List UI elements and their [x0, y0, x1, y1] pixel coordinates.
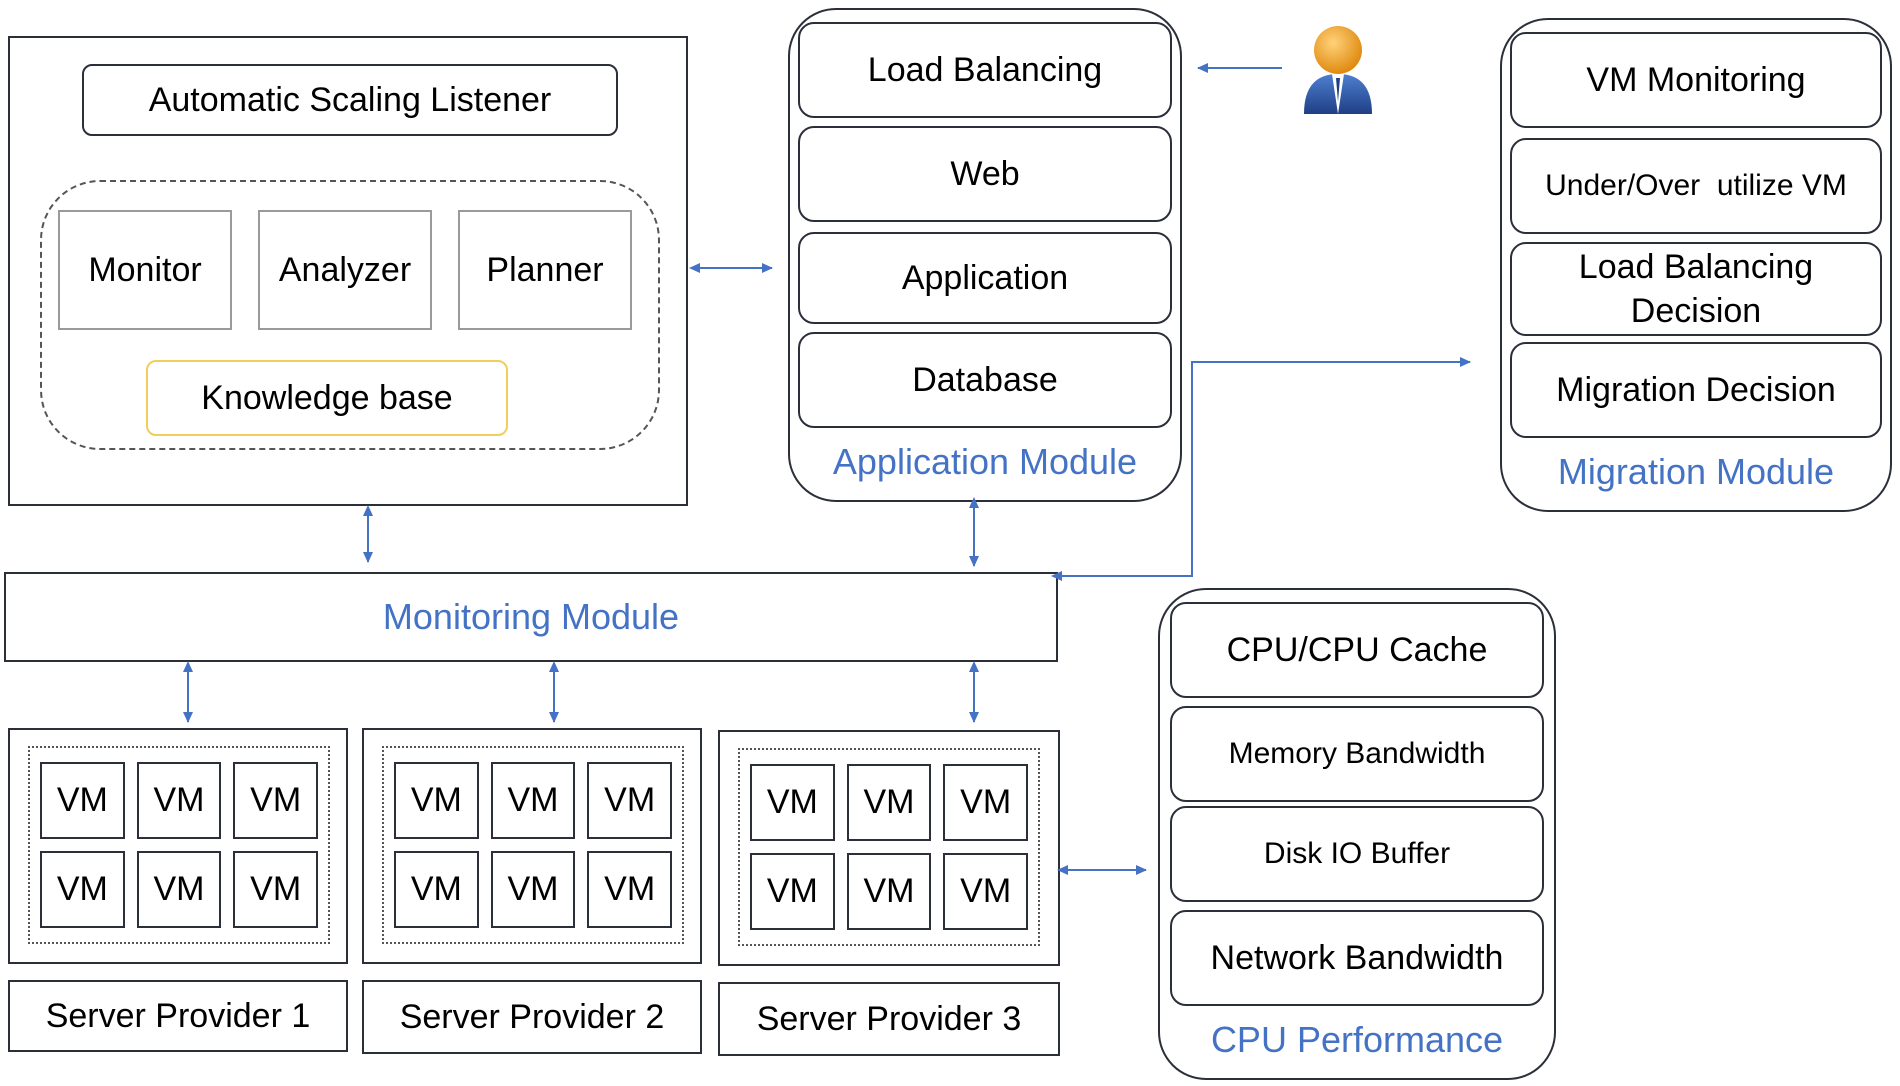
vm: VM	[587, 762, 672, 839]
mapek-loop-group	[40, 180, 660, 450]
vm: VM	[846, 764, 932, 841]
server-provider-2-label: Server Provider 2	[362, 980, 702, 1054]
auto-scaling-listener: Automatic Scaling Listener	[82, 64, 618, 136]
vm: VM	[490, 851, 576, 928]
vm: VM	[943, 853, 1028, 930]
migration-module-group	[1500, 18, 1892, 512]
arrow-monitoring-migration	[1051, 357, 1471, 581]
migration-module-label: Migration Module	[1557, 451, 1835, 492]
server-2-vm-group: VM VM VM VM VM VM	[382, 746, 684, 944]
analyzer-box: Analyzer	[258, 210, 432, 330]
cpu-performance-label: CPU Performance	[1210, 1019, 1504, 1060]
migration-item-lb-decision: Load Balancing Decision	[1510, 242, 1882, 336]
vm: VM	[136, 851, 222, 928]
app-item-load-balancing: Load Balancing	[798, 22, 1172, 118]
vm: VM	[233, 851, 318, 928]
cpu-item-memory-bandwidth: Memory Bandwidth	[1170, 706, 1544, 802]
migration-item-utilize-vm: Under/Over utilize VM	[1510, 138, 1882, 234]
vm: VM	[136, 762, 222, 839]
vm: VM	[490, 762, 576, 839]
vm: VM	[394, 851, 479, 928]
server-provider-3-label: Server Provider 3	[718, 982, 1060, 1056]
vm: VM	[943, 764, 1028, 841]
monitor-box: Monitor	[58, 210, 232, 330]
vm: VM	[394, 762, 479, 839]
planner-box: Planner	[458, 210, 632, 330]
server-3-vm-group: VM VM VM VM VM VM	[738, 748, 1040, 946]
cpu-performance-group	[1158, 588, 1556, 1080]
server-1-vm-group: VM VM VM VM VM VM	[28, 746, 330, 944]
cpu-item-disk-io: Disk IO Buffer	[1170, 806, 1544, 902]
vm: VM	[587, 851, 672, 928]
vm: VM	[750, 764, 835, 841]
application-module-group	[788, 8, 1182, 502]
vm: VM	[233, 762, 318, 839]
monitoring-module: Monitoring Module	[4, 572, 1058, 662]
app-item-application: Application	[798, 232, 1172, 324]
cpu-item-network-bandwidth: Network Bandwidth	[1170, 910, 1544, 1006]
migration-item-migration-decision: Migration Decision	[1510, 342, 1882, 438]
vm: VM	[750, 853, 835, 930]
cpu-item-cache: CPU/CPU Cache	[1170, 602, 1544, 698]
server-provider-1-label: Server Provider 1	[8, 980, 348, 1052]
vm: VM	[846, 853, 932, 930]
vm: VM	[40, 851, 125, 928]
knowledge-base-box: Knowledge base	[146, 360, 508, 436]
app-item-web: Web	[798, 126, 1172, 222]
vm: VM	[40, 762, 125, 839]
user-icon	[1298, 22, 1378, 118]
migration-item-vm-monitoring: VM Monitoring	[1510, 32, 1882, 128]
